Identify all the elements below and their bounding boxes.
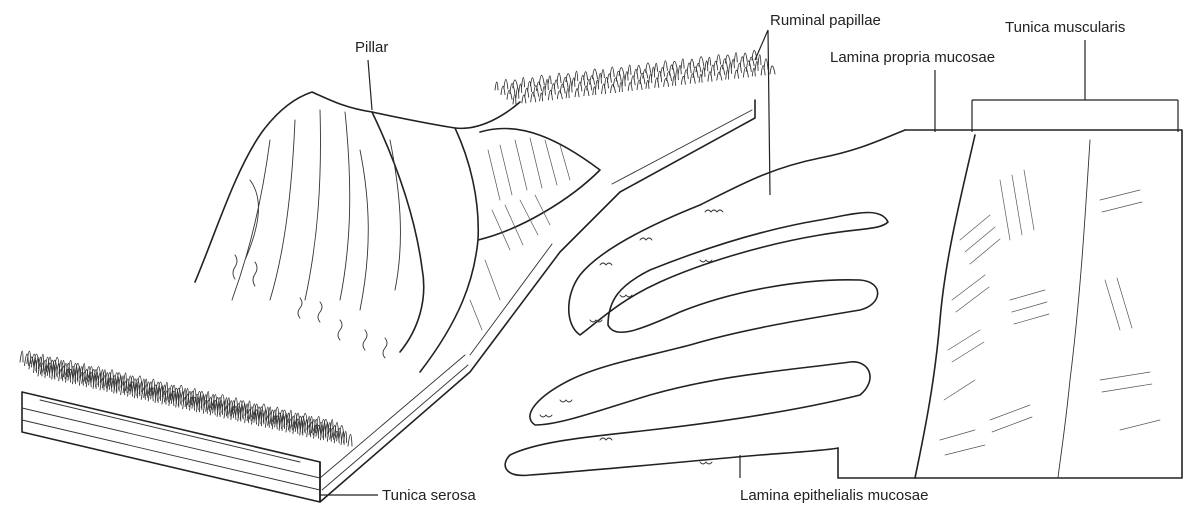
papilla	[637, 80, 642, 90]
label-lamina-epithelialis: Lamina epithelialis mucosae	[740, 487, 928, 504]
papilla	[673, 76, 676, 86]
papilla	[519, 84, 522, 93]
papilla	[705, 61, 708, 71]
papilla	[731, 59, 734, 68]
lamina-propria-folds	[505, 130, 905, 475]
papilla	[610, 85, 615, 93]
papilla	[625, 72, 628, 81]
papilla	[572, 78, 575, 87]
papilla	[601, 70, 604, 78]
papilla	[542, 86, 545, 95]
papilla	[613, 78, 618, 87]
papilla	[708, 57, 711, 65]
papilla	[646, 80, 649, 88]
pillar-cut-hatching	[470, 138, 570, 330]
epithelium-edge-texture	[540, 210, 723, 464]
papilla	[699, 74, 702, 82]
papilla	[495, 82, 498, 90]
slab-front-face	[22, 392, 320, 502]
papilla	[560, 84, 565, 93]
papilla	[663, 61, 667, 71]
leader-pillar	[368, 60, 372, 110]
papilla	[734, 53, 737, 63]
muscularis-divider	[1058, 140, 1090, 478]
papilla	[652, 67, 655, 77]
papilla	[341, 431, 344, 444]
papilla	[690, 74, 695, 84]
slab-side-face	[320, 100, 755, 502]
papilla	[619, 82, 622, 92]
label-ruminal-papillae: Ruminal papillae	[770, 12, 881, 29]
papilla	[598, 73, 601, 83]
papilla	[348, 435, 352, 447]
papilla	[702, 68, 705, 77]
papilla	[717, 55, 721, 65]
papilla	[504, 79, 508, 89]
papilla	[664, 78, 669, 86]
papilla	[681, 59, 684, 69]
papilla	[655, 63, 658, 71]
papilla	[758, 55, 761, 65]
pillar-outline	[195, 92, 520, 282]
pillar-surface-squiggles	[233, 255, 387, 358]
muscularis-inner-border	[915, 135, 975, 478]
papilla	[649, 74, 652, 83]
papilla	[20, 351, 23, 362]
papilla	[522, 77, 525, 87]
papilla	[610, 67, 614, 77]
papilla	[513, 95, 516, 105]
papilla	[516, 88, 519, 99]
label-tunica-serosa: Tunica serosa	[382, 487, 476, 504]
label-tunica-muscularis: Tunica muscularis	[1005, 19, 1125, 36]
papilla	[729, 63, 732, 74]
papilla	[726, 70, 729, 80]
papilla	[764, 59, 768, 70]
papilla	[770, 66, 775, 74]
papillae-back-field	[495, 51, 775, 105]
papilla	[596, 80, 599, 89]
papilla	[628, 65, 631, 75]
slab-side-layers	[320, 110, 752, 490]
papilla	[548, 76, 551, 84]
muscularis-block-outline	[838, 130, 1182, 478]
papilla	[752, 68, 755, 76]
papilla	[566, 88, 569, 98]
papilla	[622, 75, 625, 86]
papilla	[584, 86, 589, 96]
label-lamina-propria: Lamina propria mucosae	[830, 49, 995, 66]
papilla	[557, 91, 562, 99]
left-wall-block	[20, 51, 775, 503]
label-pillar: Pillar	[355, 39, 388, 56]
papilla	[743, 68, 748, 78]
papilla	[720, 66, 725, 75]
leader-tunica-muscularis	[972, 40, 1178, 132]
papilla	[755, 61, 758, 70]
muscularis-hatching	[940, 170, 1160, 455]
papilla	[593, 87, 596, 95]
papilla	[675, 69, 678, 80]
papilla	[557, 73, 561, 83]
papilla	[575, 71, 578, 81]
papilla	[531, 92, 536, 102]
papilla	[507, 90, 512, 99]
papilla	[545, 79, 548, 89]
papilla	[717, 72, 722, 80]
papilla	[667, 72, 672, 81]
papilla	[678, 65, 681, 74]
pillar-front-slope	[372, 112, 424, 352]
papilla	[540, 93, 543, 101]
right-section-block	[505, 130, 1182, 478]
leader-ruminal-papillae	[755, 30, 770, 195]
labels: Pillar Ruminal papillae Lamina propria m…	[355, 12, 1125, 504]
leader-lines	[320, 30, 1178, 495]
papilla	[569, 82, 572, 93]
papillae-front-field	[20, 351, 352, 446]
